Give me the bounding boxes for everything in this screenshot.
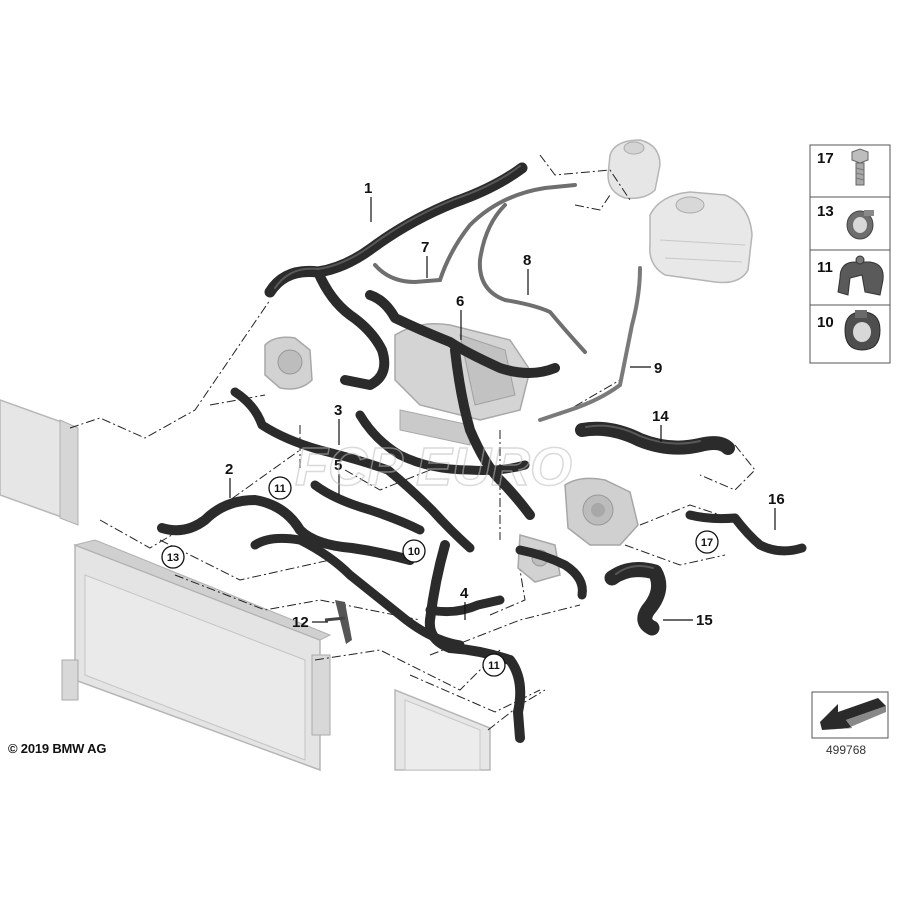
copyright-notice: © 2019 BMW AG [8, 741, 107, 756]
part-label-15: 15 [696, 612, 713, 629]
legend-row-11: 11 [817, 255, 884, 296]
arrow-icon [820, 698, 886, 730]
circled-ref-17: 17 [695, 530, 719, 554]
svg-text:11: 11 [274, 483, 286, 495]
hose-clip-icon [844, 310, 881, 351]
part-label-16: 16 [768, 491, 785, 508]
circled-ref-13: 13 [161, 545, 185, 569]
fastener-legend: 17 13 11 10 [809, 144, 891, 364]
hose-14 [575, 421, 735, 455]
part-label-9: 9 [654, 360, 662, 377]
part-label-3: 3 [334, 402, 342, 419]
thin-pipes [373, 183, 642, 422]
pipe-9 [538, 266, 642, 422]
sensor-bracket-12 [324, 600, 352, 644]
hoses [157, 162, 807, 743]
hose-highlights [274, 165, 701, 575]
part-label-5: 5 [334, 457, 342, 474]
legend-row-17: 17 [817, 148, 869, 186]
part-label-6: 6 [456, 293, 464, 310]
part-label-7: 7 [421, 239, 429, 256]
svg-text:11: 11 [488, 660, 500, 672]
hose-4 [424, 540, 526, 743]
part-label-1: 1 [364, 180, 372, 197]
circled-ref-11-lower: 11 [482, 653, 506, 677]
reservoir-small [607, 139, 661, 200]
svg-text:13: 13 [167, 552, 179, 564]
left-side-radiator [0, 399, 79, 526]
legend-row-13: 13 [817, 203, 874, 240]
pipe-7 [373, 183, 577, 285]
svg-text:10: 10 [817, 314, 834, 331]
auxiliary-radiator [394, 688, 491, 771]
svg-text:10: 10 [408, 546, 420, 558]
part-labels: 1 2 3 4 5 6 7 8 9 12 14 15 16 [225, 180, 785, 631]
svg-text:17: 17 [701, 537, 713, 549]
expansion-tank [649, 191, 753, 284]
bolt-icon [851, 148, 869, 186]
hose-16 [685, 510, 807, 556]
hose-clamp-icon [846, 210, 874, 240]
circled-ref-11-upper: 11 [268, 476, 292, 500]
part-label-4: 4 [460, 585, 469, 602]
part-label-8: 8 [523, 252, 531, 269]
water-pump-upper [264, 336, 313, 390]
circled-refs: 11 13 10 11 17 [161, 476, 719, 677]
hose-3 [230, 387, 475, 553]
legend-row-10: 10 [817, 310, 881, 351]
pipe-8 [477, 203, 587, 354]
part-label-12: 12 [292, 614, 309, 631]
main-radiator [61, 539, 332, 772]
circled-ref-10: 10 [402, 539, 426, 563]
leader-lines [69, 154, 756, 731]
turbo-housing [564, 477, 639, 546]
svg-text:FCP EURO: FCP EURO [295, 437, 572, 497]
svg-text:17: 17 [817, 150, 834, 167]
spring-clip-icon [837, 255, 884, 296]
hose-15 [604, 562, 667, 636]
hose-6 [365, 290, 560, 378]
svg-text:11: 11 [817, 259, 833, 276]
part-label-14: 14 [652, 408, 669, 425]
part-label-2: 2 [225, 461, 233, 478]
diagram-id: 499768 [826, 743, 867, 757]
hose-1 [264, 162, 528, 298]
hose-2 [157, 495, 415, 565]
svg-text:13: 13 [817, 203, 834, 220]
watermark: FCP EURO [294, 436, 573, 498]
direction-arrow-box [811, 691, 889, 739]
